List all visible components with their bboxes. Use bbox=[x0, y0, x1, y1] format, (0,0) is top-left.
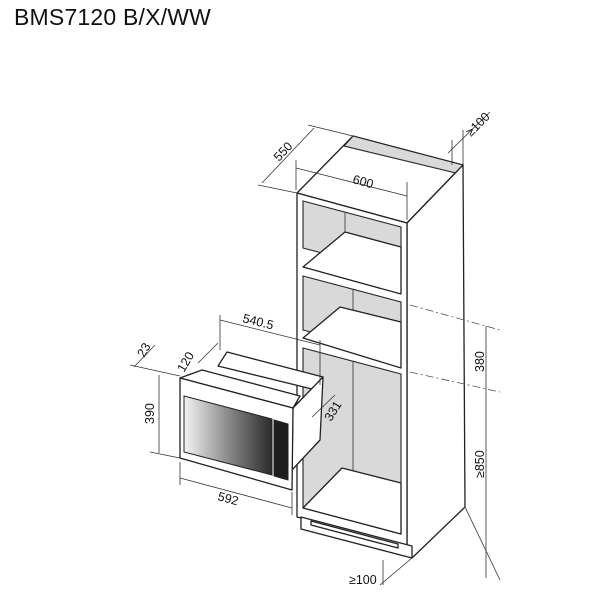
dimension-lines bbox=[129, 111, 501, 586]
dim-appliance-width: 592 bbox=[216, 489, 240, 508]
dim-frame-offset: 120 bbox=[174, 349, 197, 374]
door-window bbox=[183, 395, 273, 476]
dim-plinth-gap: ≥100 bbox=[349, 573, 377, 587]
dim-floor-height: ≥850 bbox=[473, 450, 487, 478]
microwave-oven bbox=[179, 351, 324, 491]
control-panel bbox=[273, 419, 289, 481]
dim-cabinet-depth: 550 bbox=[271, 139, 295, 164]
tall-cabinet bbox=[296, 135, 466, 559]
dim-appliance-height: 390 bbox=[143, 403, 157, 424]
dim-niche-height: 380 bbox=[473, 351, 487, 372]
model-title: BMS7120 B/X/WW bbox=[14, 4, 212, 30]
dim-frame-depth: 23 bbox=[134, 340, 153, 359]
dim-cabinet-width: 600 bbox=[351, 172, 375, 191]
